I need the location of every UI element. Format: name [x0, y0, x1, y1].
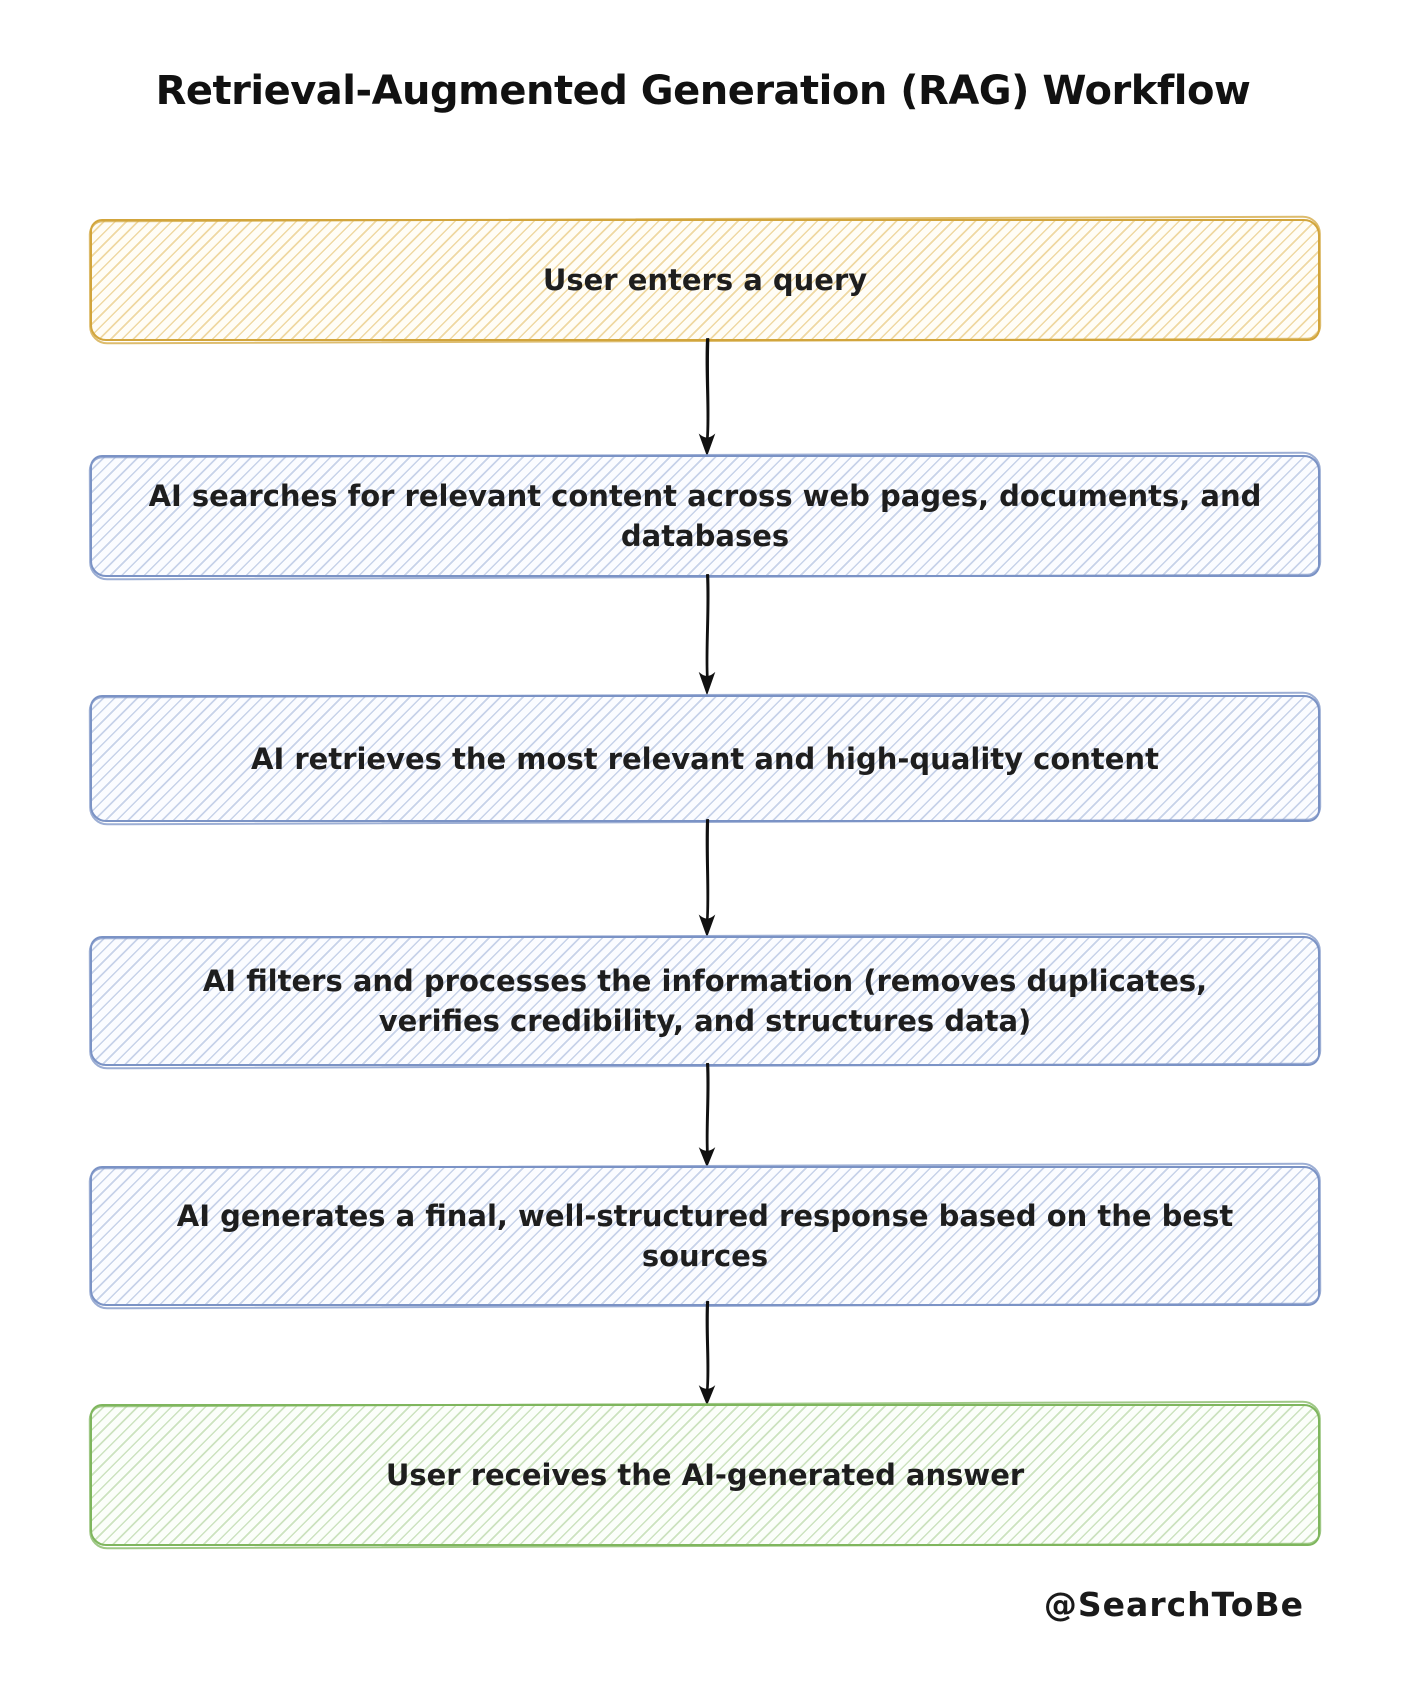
watermark: @SearchToBe	[1043, 1585, 1304, 1624]
flow-step-ai-search: AI searches for relevant content across …	[90, 455, 1320, 577]
connector-3-4	[694, 818, 720, 938]
diagram-title: Retrieval-Augmented Generation (RAG) Wor…	[155, 68, 1251, 114]
flow-step-label: AI generates a final, well-structured re…	[176, 1199, 1234, 1273]
connector-5-6	[694, 1300, 720, 1406]
flow-step-ai-retrieve: AI retrieves the most relevant and high-…	[90, 695, 1320, 822]
flow-step-label: AI filters and processes the information…	[202, 964, 1208, 1038]
arrow-down-icon	[698, 1300, 716, 1406]
connector-1-2	[694, 337, 720, 457]
flow-step-ai-generate: AI generates a final, well-structured re…	[90, 1166, 1320, 1306]
arrow-down-icon	[698, 338, 716, 457]
arrow-down-icon	[698, 819, 716, 938]
flow-step-label: AI searches for relevant content across …	[148, 479, 1262, 553]
connector-2-3	[694, 573, 720, 696]
arrow-down-icon	[698, 574, 716, 696]
arrow-down-icon	[698, 1062, 716, 1168]
flow-step-label: AI retrieves the most relevant and high-…	[251, 741, 1159, 776]
flow-step-user-answer: User receives the AI-generated answer	[90, 1404, 1320, 1546]
connector-4-5	[694, 1062, 720, 1168]
flow-step-label: User receives the AI-generated answer	[385, 1458, 1025, 1492]
flow-step-label: User enters a query	[542, 263, 868, 297]
flow-step-ai-filter: AI filters and processes the information…	[90, 936, 1320, 1066]
flow-step-user-query: User enters a query	[90, 219, 1320, 341]
